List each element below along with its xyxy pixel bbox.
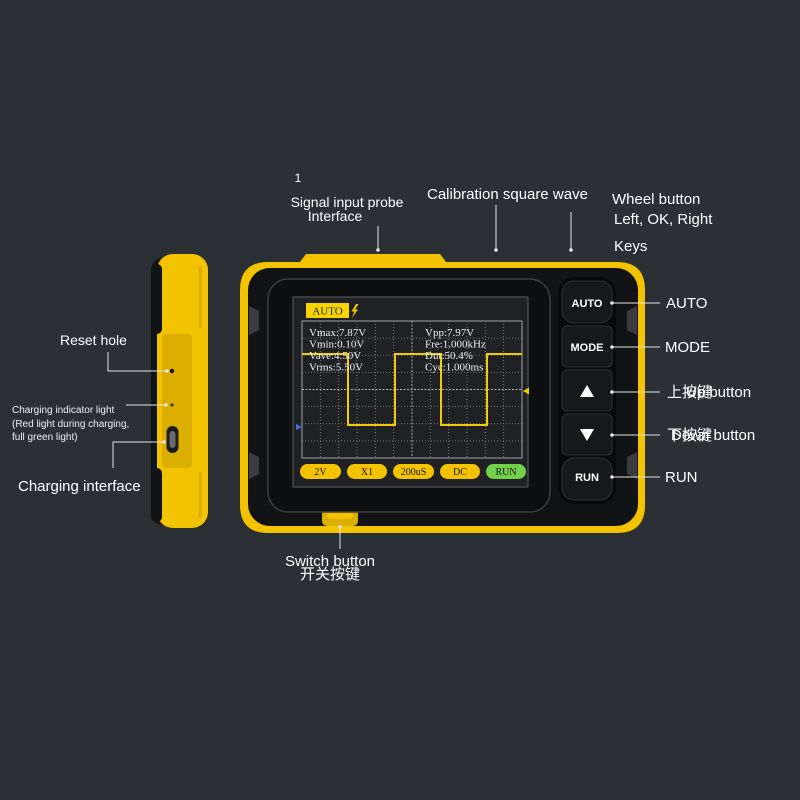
callout-dot [165, 369, 169, 373]
run-button-label: RUN [575, 472, 599, 484]
screen [292, 296, 529, 488]
label-calibration: Calibration square wave [427, 186, 588, 203]
label-charging-interface: Charging interface [18, 478, 141, 495]
side-ridge-bottom [199, 472, 202, 518]
soft-key-voltage-label: 2V [314, 467, 327, 478]
soft-key-timebase-label: 200uS [401, 467, 427, 478]
side-view-device [151, 254, 208, 528]
up-arrow-icon [580, 385, 594, 397]
callout-line-reset [107, 352, 167, 372]
soft-key-voltage [300, 464, 341, 479]
label-switch-en: Switch button [285, 553, 375, 570]
label-wheel-line2: Left, OK, Right [614, 211, 713, 228]
measurement-vpp: Vpp:7.97V [425, 327, 474, 339]
callout-dot [376, 248, 380, 252]
callout-dot [610, 301, 614, 305]
label-indicator-line2: (Red light during charging, [12, 419, 129, 430]
soft-key-probe [347, 464, 387, 479]
callout-labels: 1 Signal input probe Interface Calibrati… [12, 171, 755, 583]
ground-level-marker [296, 424, 302, 430]
side-grip-top [151, 264, 162, 334]
label-down-en: Down button [671, 427, 755, 444]
reset-hole [169, 368, 175, 374]
callout-dot [610, 475, 614, 479]
label-signal-input-line2: Interface [308, 208, 363, 224]
measurement-frequency: Fre:1.000kHz [425, 339, 486, 351]
callout-line-charging [112, 441, 164, 468]
soft-key-timebase [393, 464, 434, 479]
measurement-vave: Vave:4.50V [309, 350, 361, 362]
label-switch-zh: 开关按键 [300, 566, 360, 583]
callout-dot [164, 403, 168, 407]
label-up-en: Up button [686, 384, 751, 401]
label-down-zh: 下按键 [667, 427, 712, 444]
soft-key-coupling [440, 464, 480, 479]
oscilloscope-device: AUTO Vmax:7.87V [240, 254, 645, 533]
soft-key-run-label: RUN [495, 467, 516, 478]
measurement-cycle: Cyc:1.000ms [425, 362, 483, 374]
mode-tag [306, 303, 349, 318]
callout-dot [569, 248, 573, 252]
run-button [561, 457, 613, 501]
label-wheel-line1: Wheel button [612, 191, 700, 208]
label-mode: MODE [665, 339, 710, 356]
label-signal-input-line1: Signal input probe [291, 194, 404, 210]
usb-c-port-tongue [169, 431, 176, 448]
bumper-notch-left-top [249, 306, 259, 335]
index-mark: 1 [295, 171, 302, 185]
side-grip-bottom [151, 468, 162, 522]
down-arrow-icon [580, 429, 594, 441]
soft-key-run [486, 464, 526, 479]
label-up-zh: 上按键 [667, 384, 712, 401]
screen-grid [301, 320, 523, 459]
callout-dot [338, 525, 342, 529]
label-reset-hole: Reset hole [60, 332, 127, 348]
callout-lines [107, 205, 660, 549]
label-wheel-line3: Keys [614, 238, 647, 255]
bumper-notch-right-top [627, 306, 637, 335]
measurement-vmin: Vmin:0.10V [309, 339, 364, 351]
auto-button-label: AUTO [572, 298, 603, 310]
mode-button-label: MODE [571, 342, 604, 354]
callout-dot [610, 433, 614, 437]
lightning-icon [351, 304, 359, 319]
charging-indicator-led [170, 403, 174, 407]
soft-key-probe-label: X1 [361, 467, 373, 478]
label-auto: AUTO [666, 295, 707, 312]
measurement-duty: Dut:50.4% [425, 350, 473, 362]
mode-tag-label: AUTO [312, 306, 342, 318]
callout-dot [494, 248, 498, 252]
label-indicator-line1: Charging indicator light [12, 405, 115, 416]
label-indicator-line3: full green light) [12, 432, 78, 443]
square-waveform [302, 353, 522, 426]
measurement-vmax: Vmax:7.87V [309, 327, 366, 339]
callout-dot [162, 440, 166, 444]
side-ridge-top [199, 266, 202, 328]
callout-dot [610, 345, 614, 349]
soft-key-coupling-label: DC [453, 467, 467, 478]
label-run: RUN [665, 469, 698, 486]
bumper-notch-left-bottom [249, 452, 259, 479]
callout-dot [610, 390, 614, 394]
trigger-level-marker [523, 387, 529, 395]
measurement-vrms: Vrms:5.50V [309, 362, 363, 374]
bumper-notch-right-bottom [627, 452, 637, 479]
